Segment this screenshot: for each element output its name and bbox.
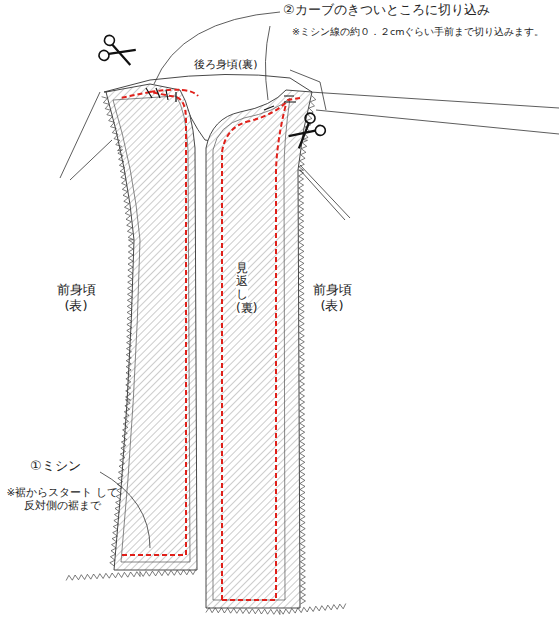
- pins: [146, 88, 296, 110]
- serge-stitch: [206, 604, 346, 615]
- callout-note: ②カーブのきついところに切り込み: [283, 2, 490, 18]
- instruction-note: ※裾からスタート して反対側の裾まで: [6, 486, 118, 512]
- part-name: 前身頃 (表): [50, 282, 102, 315]
- stitch-line: [120, 90, 300, 600]
- scissors-icon: [98, 34, 138, 70]
- instruction-note: ※ミシン線の約０．２cmぐらい手前まで切り込みます。: [292, 26, 544, 38]
- part-name: 後ろ身頃(裏): [194, 58, 258, 72]
- serge-stitch: [66, 570, 196, 581]
- facing-edge: [213, 98, 290, 600]
- left-front-body: [106, 84, 197, 570]
- serged-edges: [66, 96, 346, 615]
- callout-note: ①ミシン: [30, 458, 81, 474]
- left-facing-edge: [113, 96, 190, 562]
- scissors-icon: [285, 111, 327, 152]
- leader-lines: [70, 12, 345, 548]
- right-front-body: [206, 90, 312, 608]
- part-name: 前身頃 (表): [306, 282, 358, 315]
- part-name: 見返し(裏): [236, 262, 248, 315]
